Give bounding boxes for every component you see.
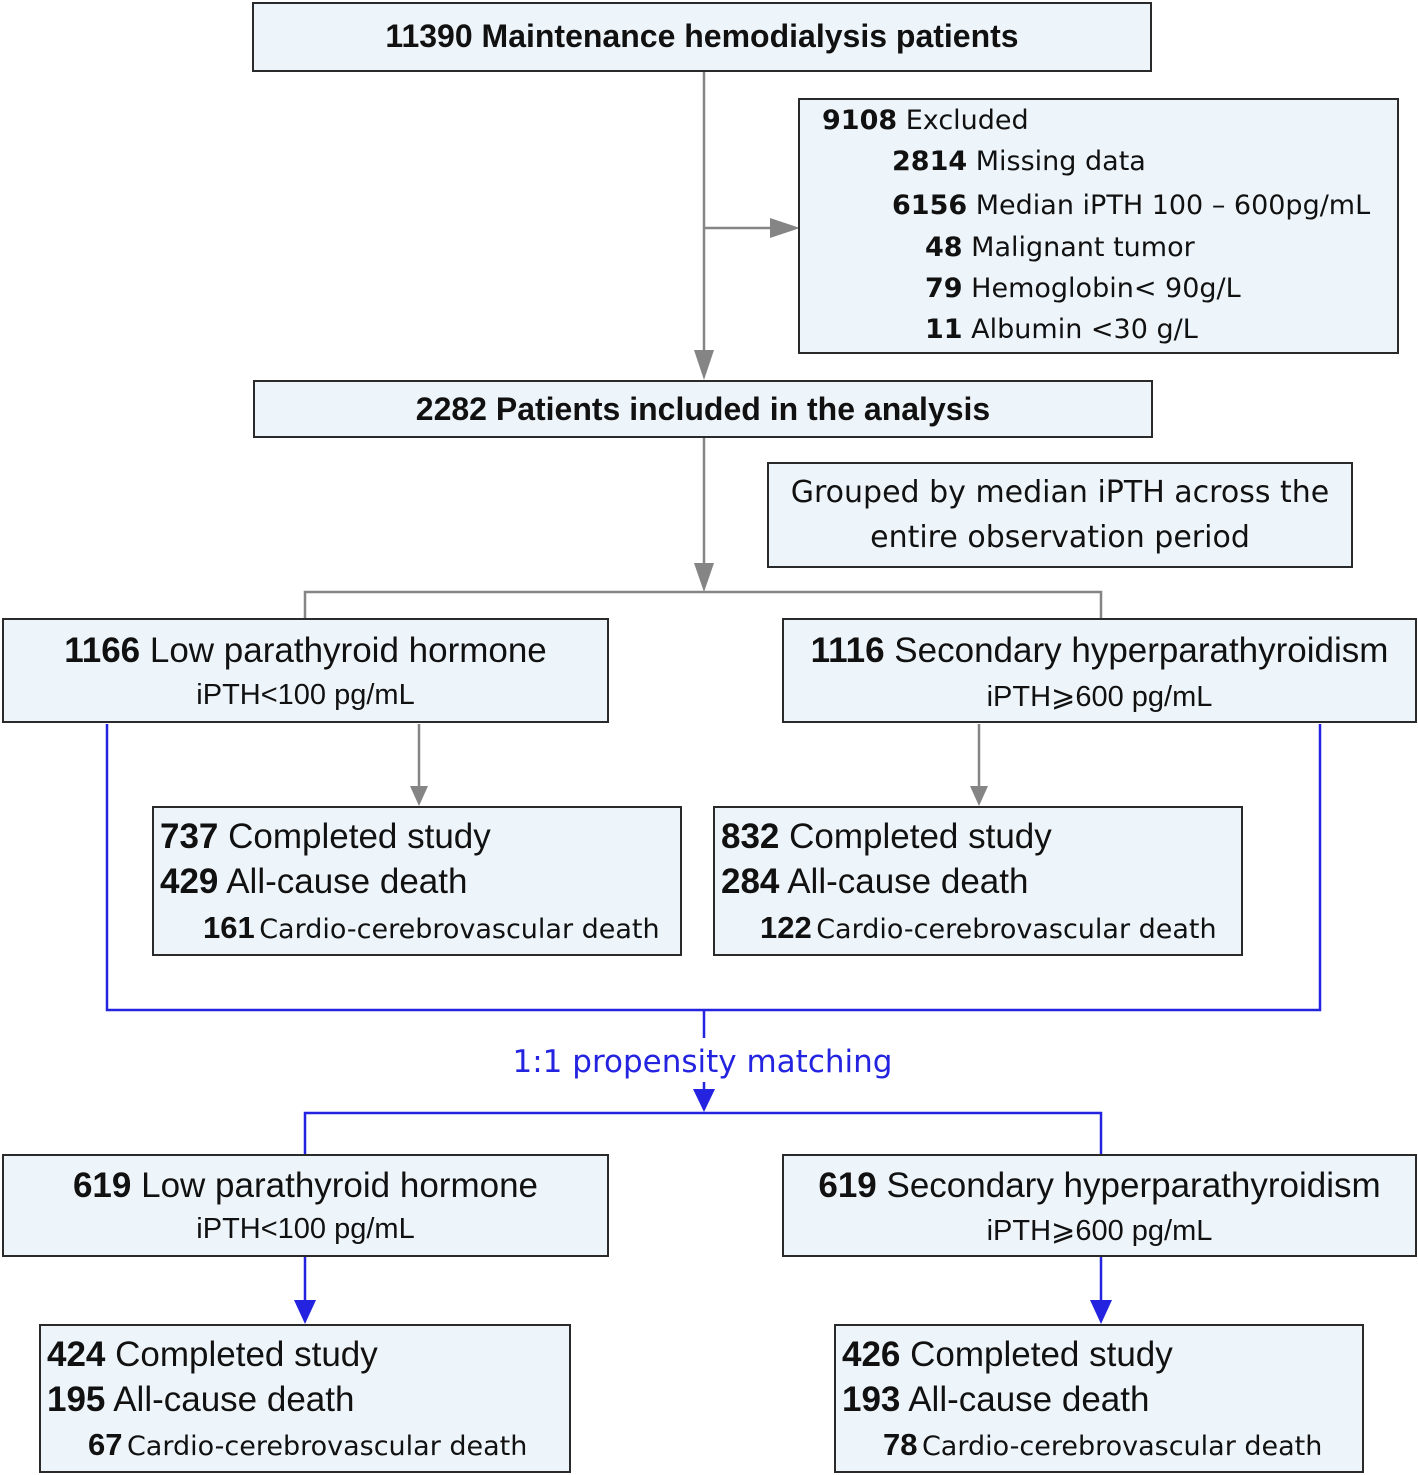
outcome-count: 429 [160, 862, 219, 901]
exclusion-count: 79 [925, 273, 963, 304]
matched-low-pth-group-box: 619 Low parathyroid hormone iPTH<100 pg/… [2, 1154, 609, 1257]
matched-low-pth-outcomes-box: 424 Completed study 195 All-cause death … [39, 1324, 571, 1473]
outcome-label: Completed study [789, 817, 1052, 856]
group-count: 619 [818, 1166, 877, 1205]
outcome-count: 67 [88, 1427, 123, 1462]
outcome-count: 78 [883, 1427, 918, 1462]
matching-collect-bracket [105, 724, 1322, 1012]
exclusion-count: 48 [925, 232, 963, 263]
exclusion-count: 11 [925, 314, 963, 345]
low-outcomes-arrowhead [410, 786, 428, 806]
excluded-box: 9108 Excluded 2814 Missing data 6156 Med… [798, 98, 1399, 354]
exclusion-label: Median iPTH 100 – 600pg/mL [975, 190, 1371, 221]
outcome-count: 284 [721, 862, 780, 901]
outcome-count: 426 [842, 1335, 901, 1374]
blue-connectors [105, 724, 1322, 1324]
outcome-label: All-cause death [113, 1380, 355, 1419]
outcome-count: 122 [760, 910, 812, 945]
outcome-label: Completed study [115, 1335, 378, 1374]
gray-connectors [303, 72, 1103, 806]
outcome-label: All-cause death [226, 862, 468, 901]
included-label: Patients included in the analysis [495, 391, 991, 427]
grouping-note-line: Grouped by median iPTH across the [790, 475, 1330, 510]
excluded-total-label: Excluded [905, 105, 1029, 136]
propensity-matching-label: 1:1 propensity matching [430, 1042, 975, 1082]
exclusion-count: 2814 [892, 146, 968, 177]
included-box: 2282 Patients included in the analysis [253, 380, 1153, 438]
outcome-label: All-cause death [787, 862, 1029, 901]
included-count: 2282 [415, 391, 487, 427]
group-count: 1116 [810, 631, 885, 670]
group-label: Low parathyroid hormone [149, 631, 547, 670]
group-count: 619 [72, 1166, 132, 1205]
outcome-count: 737 [160, 817, 219, 856]
matched-high-arrowhead [1090, 1300, 1112, 1324]
grouping-note-line: entire observation period [870, 520, 1250, 555]
outcome-label: Cardio-cerebrovascular death [126, 1431, 528, 1462]
low-pth-outcomes-box: 737 Completed study 429 All-cause death … [152, 806, 682, 956]
matching-split-bracket [303, 1111, 1103, 1154]
outcome-count: 193 [842, 1380, 901, 1419]
outcome-label: Cardio-cerebrovascular death [816, 914, 1217, 945]
group-criterion: iPTH⩾600 pg/mL [986, 1215, 1213, 1247]
group-label: Secondary hyperparathyroidism [886, 1166, 1381, 1205]
outcome-label: Completed study [910, 1335, 1173, 1374]
group-label: Secondary hyperparathyroidism [894, 631, 1389, 670]
enrolled-count: 11390 [385, 18, 473, 54]
group-count: 1166 [64, 631, 141, 670]
outcome-label: Cardio-cerebrovascular death [921, 1431, 1323, 1462]
matched-shpt-outcomes-box: 426 Completed study 193 All-cause death … [834, 1324, 1364, 1473]
split-bracket [303, 590, 1103, 618]
matched-shpt-group-box: 619 Secondary hyperparathyroidism iPTH⩾6… [782, 1154, 1417, 1257]
group-criterion: iPTH<100 pg/mL [196, 1213, 415, 1245]
group-criterion: iPTH<100 pg/mL [196, 679, 415, 711]
matched-low-arrowhead [294, 1300, 316, 1324]
enrolled-label: Maintenance hemodialysis patients [481, 18, 1019, 54]
outcome-label: Completed study [228, 817, 491, 856]
split-arrowhead [694, 563, 714, 592]
outcome-count: 832 [721, 817, 780, 856]
group-criterion: iPTH⩾600 pg/mL [986, 681, 1213, 713]
exclusion-count: 6156 [892, 190, 968, 221]
outcome-count: 161 [203, 910, 255, 945]
group-label: Low parathyroid hormone [141, 1166, 539, 1205]
grouping-note-box: Grouped by median iPTH across the entire… [767, 462, 1353, 568]
outcome-label: All-cause death [908, 1380, 1150, 1419]
exclusion-label: Missing data [975, 146, 1146, 177]
exclusion-label: Hemoglobin< 90g/L [971, 273, 1241, 304]
outcome-label: Cardio-cerebrovascular death [259, 914, 660, 945]
outcome-count: 195 [47, 1380, 106, 1419]
enrolled-box: 11390 Maintenance hemodialysis patients [252, 2, 1152, 72]
matching-arrowhead [693, 1089, 715, 1112]
shpt-outcomes-box: 832 Completed study 284 All-cause death … [713, 806, 1243, 956]
outcome-count: 424 [47, 1335, 106, 1374]
shpt-group-box: 1116 Secondary hyperparathyroidism iPTH⩾… [782, 618, 1417, 723]
exclusion-label: Albumin <30 g/L [971, 314, 1198, 345]
excluded-total-count: 9108 [822, 105, 898, 136]
exclusion-arrowhead [770, 218, 800, 238]
high-outcomes-arrowhead [970, 786, 988, 806]
included-arrowhead [694, 350, 714, 380]
low-pth-group-box: 1166 Low parathyroid hormone iPTH<100 pg… [2, 618, 609, 723]
exclusion-label: Malignant tumor [971, 232, 1195, 263]
